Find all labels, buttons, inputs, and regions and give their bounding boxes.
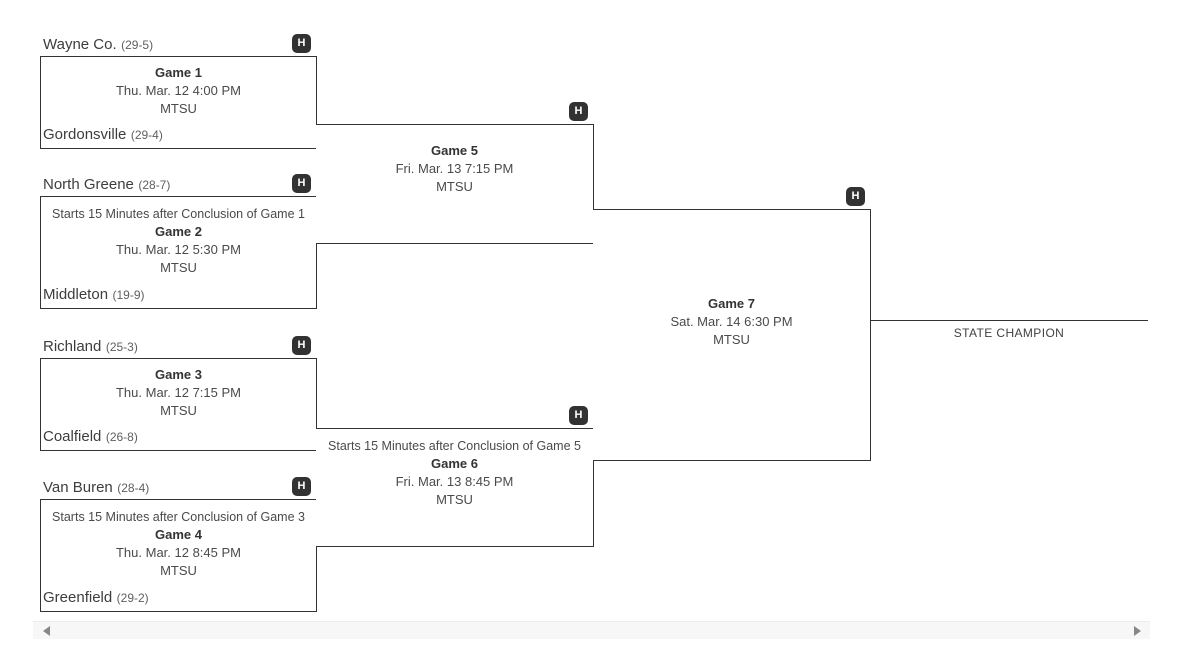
game-info: Game 1 Thu. Mar. 12 4:00 PM MTSU	[41, 57, 316, 118]
game-note: Starts 15 Minutes after Conclusion of Ga…	[52, 510, 305, 524]
home-badge-icon: H	[292, 34, 311, 53]
matchup-game-5: H Game 5 Fri. Mar. 13 7:15 PM MTSU	[316, 102, 594, 244]
team-name: North Greene	[43, 176, 134, 193]
game-title: Game 4	[155, 527, 202, 542]
game-datetime: Thu. Mar. 12 8:45 PM	[115, 545, 241, 560]
team-label-bottom: Coalfield (26-8)	[43, 428, 138, 446]
game-title: Game 3	[155, 367, 202, 382]
home-badge-icon: H	[292, 477, 311, 496]
team-label-bottom: Gordonsville (29-4)	[43, 126, 163, 144]
matchup-game-1: Wayne Co. (29-5) H Game 1 Thu. Mar. 12 4…	[40, 34, 317, 149]
game-venue: MTSU	[160, 260, 197, 275]
team-name: Greenfield	[43, 589, 113, 606]
team-label-bottom: Greenfield (29-2)	[43, 589, 149, 607]
team-name: Van Buren	[43, 479, 113, 496]
team-name: Coalfield	[43, 428, 102, 445]
team-record: (19-9)	[112, 288, 145, 302]
game-venue: MTSU	[160, 563, 197, 578]
scroll-right-button[interactable]	[1128, 622, 1146, 639]
team-name: Wayne Co.	[43, 36, 117, 53]
team-label-bottom: Middleton (19-9)	[43, 286, 145, 304]
champion-label: STATE CHAMPION	[953, 326, 1065, 340]
game-datetime: Sat. Mar. 14 6:30 PM	[670, 314, 793, 329]
game-title: Game 1	[155, 65, 202, 80]
game-info: Starts 15 Minutes after Conclusion of Ga…	[41, 197, 316, 277]
home-badge-icon: H	[292, 174, 311, 193]
game-venue: MTSU	[713, 332, 750, 347]
team-record: (29-4)	[130, 128, 163, 142]
matchup-game-6: H Starts 15 Minutes after Conclusion of …	[316, 406, 594, 547]
game-info: Starts 15 Minutes after Conclusion of Ga…	[316, 429, 593, 509]
game-title: Game 2	[155, 224, 202, 239]
game-note: Starts 15 Minutes after Conclusion of Ga…	[328, 439, 581, 453]
team-label-top: North Greene (28-7)	[43, 176, 170, 194]
team-label-top: Van Buren (28-4)	[43, 479, 149, 497]
home-badge-icon: H	[569, 406, 588, 425]
matchup-game-2: North Greene (28-7) H Starts 15 Minutes …	[40, 174, 317, 309]
team-record: (29-5)	[121, 38, 154, 52]
game-datetime: Thu. Mar. 12 5:30 PM	[115, 242, 241, 257]
team-name: Richland	[43, 338, 102, 355]
home-badge-icon: H	[569, 102, 588, 121]
horizontal-scrollbar[interactable]	[33, 621, 1150, 639]
game-venue: MTSU	[436, 492, 473, 507]
game-title: Game 5	[431, 143, 478, 158]
game-datetime: Fri. Mar. 13 7:15 PM	[395, 161, 514, 176]
team-label-top: Wayne Co. (29-5)	[43, 36, 153, 54]
team-label-top: Richland (25-3)	[43, 338, 138, 356]
matchup-game-4: Van Buren (28-4) H Starts 15 Minutes aft…	[40, 477, 317, 612]
game-venue: MTSU	[160, 403, 197, 418]
matchup-game-3: Richland (25-3) H Game 3 Thu. Mar. 12 7:…	[40, 336, 317, 451]
team-name: Middleton	[43, 286, 109, 303]
game-title: Game 7	[708, 296, 755, 311]
team-record: (26-8)	[105, 430, 138, 444]
team-record: (25-3)	[105, 340, 138, 354]
game-info: Game 7 Sat. Mar. 14 6:30 PM MTSU	[593, 210, 870, 349]
team-name: Gordonsville	[43, 126, 127, 143]
scroll-right-icon	[1133, 625, 1141, 636]
game-datetime: Thu. Mar. 12 4:00 PM	[115, 83, 241, 98]
champion-connector-line	[870, 320, 1148, 321]
game-title: Game 6	[431, 456, 478, 471]
game-venue: MTSU	[160, 101, 197, 116]
team-record: (28-7)	[138, 178, 171, 192]
scroll-left-button[interactable]	[37, 622, 55, 639]
home-badge-icon: H	[846, 187, 865, 206]
game-datetime: Thu. Mar. 12 7:15 PM	[115, 385, 241, 400]
team-record: (28-4)	[117, 481, 150, 495]
team-record: (29-2)	[116, 591, 149, 605]
home-badge-icon: H	[292, 336, 311, 355]
game-info: Game 5 Fri. Mar. 13 7:15 PM MTSU	[316, 125, 593, 196]
game-venue: MTSU	[436, 179, 473, 194]
scroll-left-icon	[42, 625, 50, 636]
game-info: Starts 15 Minutes after Conclusion of Ga…	[41, 500, 316, 580]
game-datetime: Fri. Mar. 13 8:45 PM	[395, 474, 514, 489]
game-info: Game 3 Thu. Mar. 12 7:15 PM MTSU	[41, 359, 316, 420]
game-note: Starts 15 Minutes after Conclusion of Ga…	[52, 207, 305, 221]
matchup-game-7: H Game 7 Sat. Mar. 14 6:30 PM MTSU	[593, 187, 871, 461]
